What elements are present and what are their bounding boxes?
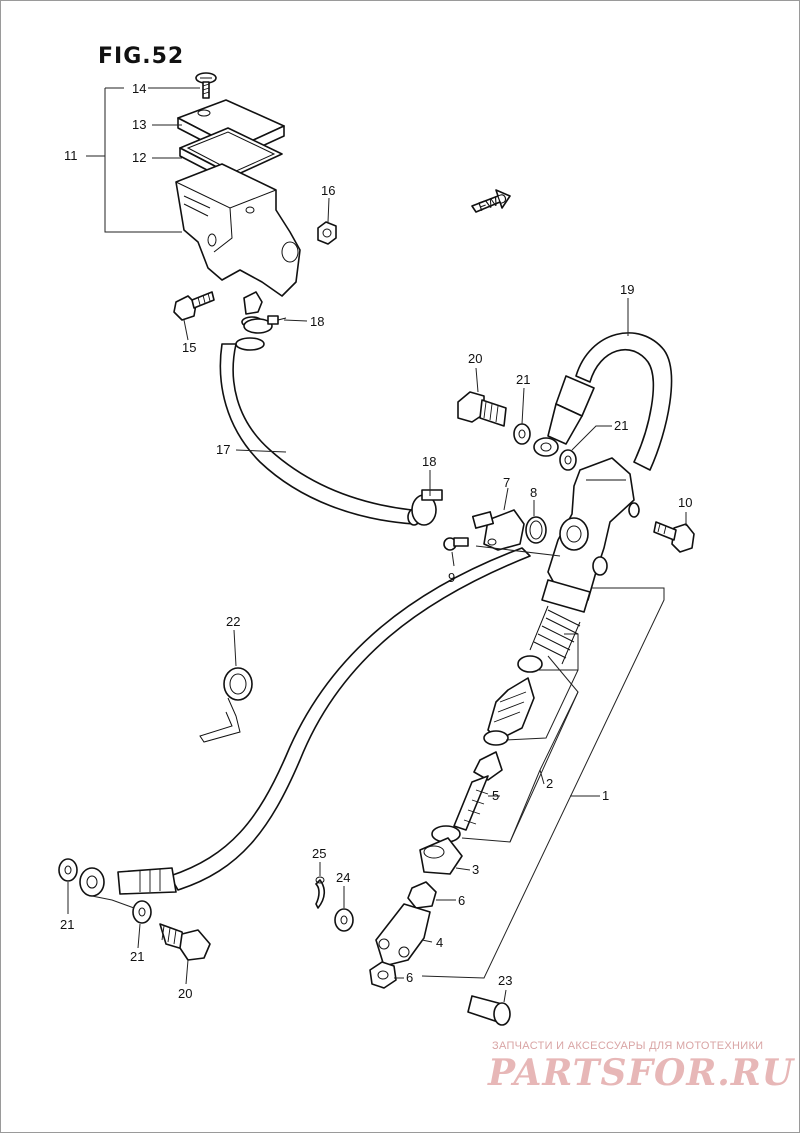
callout-11: 11 [64,148,78,163]
banjo-bolt-upper [457,391,507,427]
watermark-caption: ЗАПЧАСТИ И АКСЕССУАРЫ ДЛЯ МОТОТЕХНИКИ [492,1040,764,1052]
callout-20-lower: 20 [178,986,192,1001]
washer-upper-b [559,449,577,471]
leader-lines [67,87,687,1003]
callout-9: 9 [448,570,455,585]
washer-24 [334,908,354,932]
callout-5: 5 [492,788,499,803]
hose-clamp-upper [243,315,287,334]
pivot-bolt [653,521,695,553]
callout-22: 22 [226,614,240,629]
hose-clamp-lower [411,489,443,526]
nut [317,221,337,245]
callout-6-lower: 6 [406,970,413,985]
callout-21-lower-b: 21 [130,949,144,964]
callout-18-lower: 18 [422,454,436,469]
callout-20-upper: 20 [468,351,482,366]
callout-21-upper-a: 21 [516,372,530,387]
callout-25: 25 [312,846,326,861]
callout-21-lower-a: 21 [60,917,74,932]
callout-labels: 14 13 12 11 16 15 18 17 18 20 21 21 19 7… [60,81,692,1001]
brake-hose-upper [533,332,673,471]
fitting-screw [443,537,469,551]
callout-13: 13 [132,117,146,132]
master-cylinder-body [541,457,640,613]
callout-3: 3 [472,862,479,877]
brake-hose-lower [79,547,531,897]
callout-2: 2 [546,776,553,791]
callout-7: 7 [503,475,510,490]
callout-14: 14 [132,81,146,96]
o-ring [525,516,547,544]
mounting-bolt [173,291,215,321]
washer-upper-a [513,423,531,445]
callout-16: 16 [321,183,335,198]
inlet-fitting [471,509,525,551]
pushrod-clevis [375,903,431,967]
callout-12: 12 [132,150,146,165]
washer-lower-b [132,900,152,924]
cotter-pin [315,876,326,909]
callout-19: 19 [620,282,634,297]
callout-6-upper: 6 [458,893,465,908]
callout-24: 24 [336,870,350,885]
cap-screw [195,72,217,99]
callout-21-upper-b: 21 [614,418,628,433]
figure-title: FIG.52 [98,44,185,69]
callout-8: 8 [530,485,537,500]
reservoir-hose [219,337,421,526]
washer-lower-a [58,858,78,882]
callout-10: 10 [678,495,692,510]
banjo-bolt-lower [159,923,211,961]
callout-15: 15 [182,340,196,355]
lock-nut-lower [369,961,397,989]
fwd-direction-arrow: FWD [471,189,511,214]
callout-1: 1 [602,788,609,803]
watermark-logo: PARTSFOR.RU [488,1052,795,1094]
clevis-pin [467,995,511,1026]
reservoir-body [175,163,301,297]
callout-17: 17 [216,442,230,457]
callout-4: 4 [436,935,443,950]
callout-18-upper: 18 [310,314,324,329]
piston-assembly [407,605,581,909]
fwd-label: FWD [476,190,509,214]
hose-clip [199,667,253,743]
reservoir-assembly [173,72,337,328]
callout-23: 23 [498,973,512,988]
